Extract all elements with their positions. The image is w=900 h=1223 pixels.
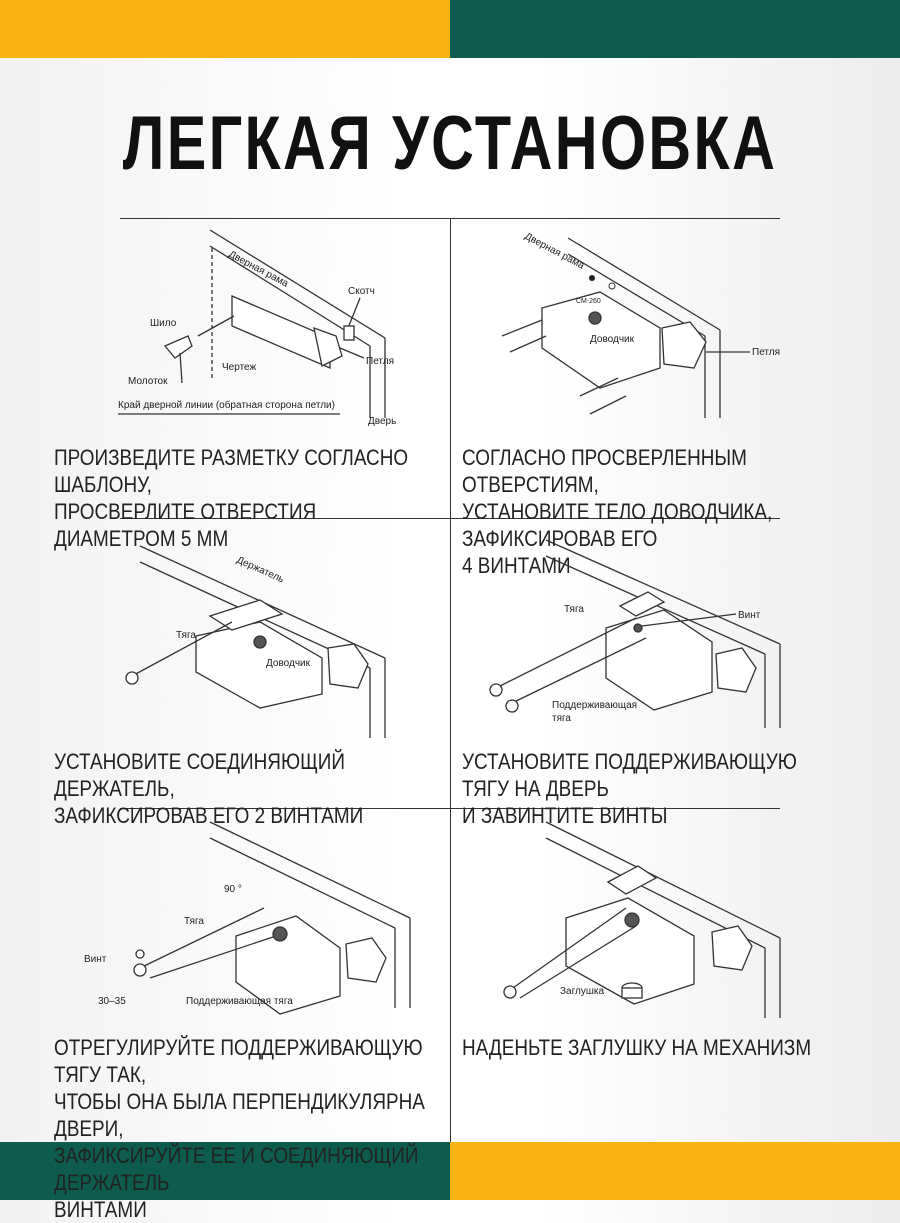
screw-label: Винт bbox=[84, 954, 107, 965]
step-1-caption: ПРОИЗВЕДИТЕ РАЗМЕТКУ СОГЛАСНО ШАБЛОНУ, П… bbox=[54, 445, 409, 551]
step-4-illustration: Тяга Винт Поддерживающая тяга bbox=[489, 539, 781, 728]
grid-line bbox=[450, 218, 451, 1142]
small-mark: СМ-260 bbox=[576, 298, 601, 305]
step-4: Тяга Винт Поддерживающая тяга УСТАНОВИТЕ… bbox=[450, 518, 900, 828]
step-6: Заглушка НАДЕНЬТЕ ЗАГЛУШКУ НА МЕХАНИЗМ bbox=[450, 808, 900, 1142]
closer-label: Доводчик bbox=[266, 658, 311, 669]
rod-label: Тяга bbox=[564, 604, 584, 615]
step-3: Держатель Тяга Доводчик УСТАНОВИТЕ СОЕДИ… bbox=[0, 518, 450, 828]
frame-label: Дверная рама bbox=[523, 231, 587, 272]
step-6-caption: НАДЕНЬТЕ ЗАГЛУШКУ НА МЕХАНИЗМ bbox=[462, 1035, 812, 1060]
range-label: 30–35 bbox=[98, 996, 126, 1007]
step-5: 90 ° Тяга Винт 30–35 Поддерживающая тяга… bbox=[0, 808, 450, 1222]
edge-label: Край дверной линии (обратная сторона пет… bbox=[118, 399, 335, 411]
step-1-illustration: Дверная рама Скотч Шило Молоток Петля Че… bbox=[118, 229, 396, 427]
step-5-illustration: 90 ° Тяга Винт 30–35 Поддерживающая тяга bbox=[84, 821, 411, 1015]
hinge-label: Петля bbox=[366, 356, 394, 367]
support-label: Поддерживающая тяга bbox=[186, 996, 293, 1007]
door-label: Дверь bbox=[368, 416, 396, 427]
awl-label: Шило bbox=[150, 318, 177, 329]
bottom-left-green-band bbox=[0, 1142, 450, 1200]
step-3-caption: УСТАНОВИТЕ СОЕДИНЯЮЩИЙ ДЕРЖАТЕЛЬ, ЗАФИКС… bbox=[54, 749, 364, 828]
closer-label: Доводчик bbox=[590, 334, 635, 345]
top-left-yellow-band bbox=[0, 0, 450, 58]
tape-label: Скотч bbox=[348, 286, 375, 297]
support-label-2: тяга bbox=[552, 713, 571, 724]
step-2-illustration: Дверная рама СМ-260 Доводчик Петля bbox=[501, 231, 780, 418]
step-6-illustration: Заглушка bbox=[503, 821, 781, 1018]
drawing-label: Чертеж bbox=[222, 362, 256, 373]
screw-label: Винт bbox=[738, 610, 761, 621]
step-1: Дверная рама Скотч Шило Молоток Петля Че… bbox=[0, 218, 450, 551]
hammer-label: Молоток bbox=[128, 376, 168, 387]
step-3-illustration: Держатель Тяга Доводчик bbox=[125, 545, 386, 738]
hinge-label: Петля bbox=[752, 347, 780, 358]
cap-label: Заглушка bbox=[560, 986, 604, 997]
step-2-caption: СОГЛАСНО ПРОСВЕРЛЕННЫМ ОТВЕРСТИЯМ, УСТАН… bbox=[462, 445, 773, 578]
page-title: ЛЕГКАЯ УСТАНОВКА bbox=[122, 101, 778, 186]
support-label-1: Поддерживающая bbox=[552, 700, 637, 711]
bottom-right-yellow-band bbox=[450, 1142, 900, 1200]
step-2: Дверная рама СМ-260 Доводчик Петля СОГЛА… bbox=[450, 218, 900, 578]
rod-label: Тяга bbox=[176, 630, 196, 641]
holder-label: Держатель bbox=[235, 555, 286, 586]
angle-label: 90 ° bbox=[224, 884, 242, 895]
frame-label: Дверная рама bbox=[227, 249, 291, 290]
step-5-caption: ОТРЕГУЛИРУЙТЕ ПОДДЕРЖИВАЮЩУЮ ТЯГУ ТАК, Ч… bbox=[54, 1035, 425, 1222]
top-right-green-band bbox=[450, 0, 900, 58]
rod-label: Тяга bbox=[184, 916, 204, 927]
step-4-caption: УСТАНОВИТЕ ПОДДЕРЖИВАЮЩУЮ ТЯГУ НА ДВЕРЬ … bbox=[462, 749, 797, 828]
